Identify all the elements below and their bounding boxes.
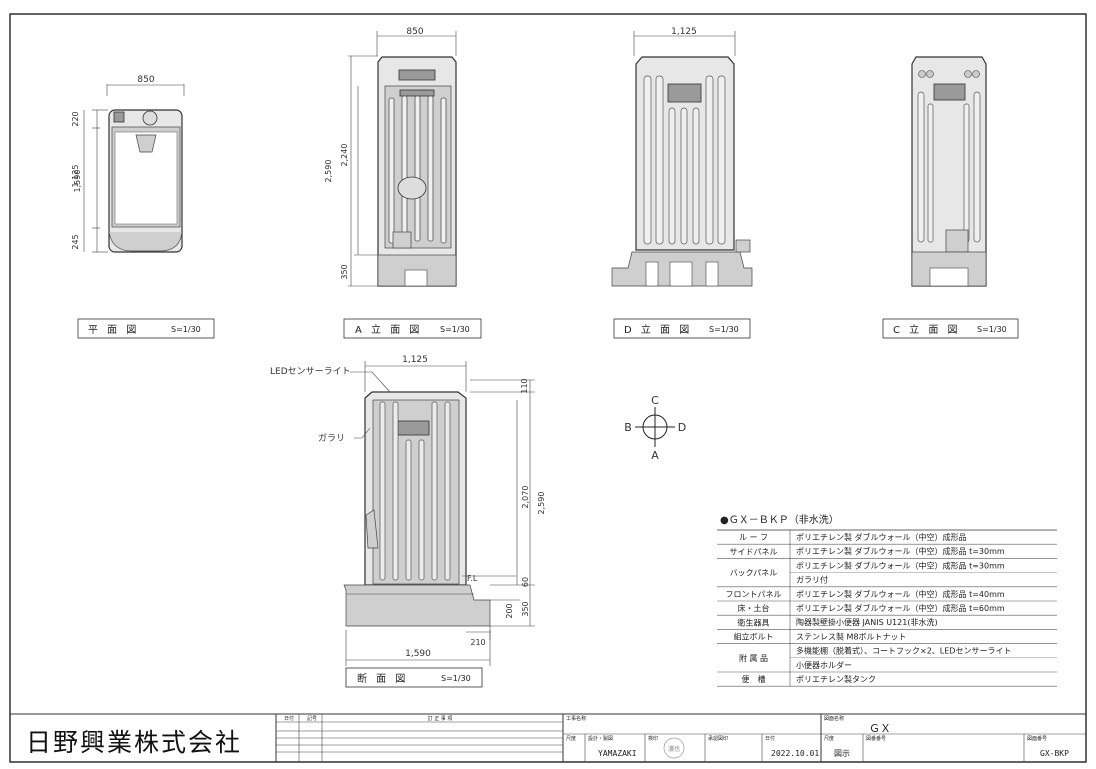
a-dim-top: 850 xyxy=(406,27,423,37)
scale-field-label: 尺度 xyxy=(824,735,834,742)
section-title-box xyxy=(345,667,483,688)
orientation-compass: C A B D xyxy=(624,394,686,462)
spec-title: ●ＧＸ－ＢＫＰ（非水洗） xyxy=(720,514,839,526)
a-dim-total: 2,590 xyxy=(324,160,333,183)
a-title: A 立 面 図 xyxy=(355,323,422,336)
plan-dim-1125: 1,125 xyxy=(71,165,80,188)
rev-date-header: 日付 xyxy=(284,715,294,722)
spec-row-value: ガラリ付 xyxy=(796,575,828,585)
d-dim-top: 1,125 xyxy=(671,27,697,37)
d-elevation-view: 1,125 D 立 面 図 S=1/30 xyxy=(611,27,753,339)
a-scale: S=1/30 xyxy=(440,325,470,334)
ref-number-label: 図番番号 xyxy=(866,735,886,742)
company-name: 日野興業株式会社 xyxy=(26,728,242,757)
spec-row-value: ポリエチレン製 ダブルウォール（中空）成形品 t=60mm xyxy=(796,603,1005,613)
spec-row-label: 床・土台 xyxy=(738,603,770,613)
project-label: 工事名称 xyxy=(566,715,586,722)
compass-b: B xyxy=(624,421,632,434)
check-stamp xyxy=(663,737,685,759)
spec-row-label: バックパネル xyxy=(730,569,778,578)
section-view: 1,125 LEDセンサーライト ガラリ 110 2,070 2,590 60 … xyxy=(270,355,546,688)
plan-scale: S=1/30 xyxy=(171,325,201,334)
drawing-number: GX-BKP xyxy=(1040,749,1069,758)
rev-mark-header: 記号 xyxy=(307,715,317,722)
approve-label: 承認図印 xyxy=(708,735,728,742)
plan-dim-total: 1,590 xyxy=(73,170,82,193)
c-title-box xyxy=(882,318,1019,339)
drawing-number-label: 図面番号 xyxy=(1027,735,1047,742)
c-elevation-view: C 立 面 図 S=1/30 xyxy=(882,56,1019,339)
section-dim-110: 110 xyxy=(520,378,529,393)
c-title: C 立 面 図 xyxy=(893,323,961,336)
garari-callout: ガラリ xyxy=(318,433,345,444)
a-title-box xyxy=(343,318,482,339)
date-label: 日付 xyxy=(765,735,775,742)
plan-title-box xyxy=(77,318,215,339)
spec-row-value: 陶器製壁掛小便器 JANIS U121(非水洗) xyxy=(796,617,938,627)
spec-row-value: 小便器ホルダー xyxy=(796,660,852,670)
d-title-box xyxy=(613,318,751,339)
scale-value: 図示 xyxy=(834,749,850,758)
a-dim-inner: 2,240 xyxy=(340,144,349,167)
spec-row-label: 便 槽 xyxy=(742,674,766,684)
scale-label: 尺度 xyxy=(566,735,576,742)
section-dim-top: 1,125 xyxy=(402,355,428,365)
section-scale: S=1/30 xyxy=(441,674,471,683)
c-scale: S=1/30 xyxy=(977,325,1007,334)
compass-a: A xyxy=(651,449,659,462)
date-value: 2022.10.01 xyxy=(771,749,819,758)
d-scale: S=1/30 xyxy=(709,325,739,334)
drawing-name: ＧＸ xyxy=(869,722,891,735)
spec-row-label: 組立ボルト xyxy=(734,632,774,642)
spec-row-value: ポリエチレン製 ダブルウォール（中空）成形品 t=40mm xyxy=(796,589,1005,599)
section-fl: F.L xyxy=(467,574,478,583)
section-dim-210: 210 xyxy=(470,638,485,647)
led-callout: LEDセンサーライト xyxy=(270,366,351,377)
check-label: 検印 xyxy=(648,735,658,742)
a-dim-base: 350 xyxy=(340,264,349,279)
spec-row-label: 衛生器具 xyxy=(738,617,770,627)
plan-dim-245: 245 xyxy=(71,234,80,249)
plan-view: 850 1,590 220 1,125 245 平 面 図 S=1/30 xyxy=(71,75,215,339)
spec-row-label: フロントパネル xyxy=(726,590,782,599)
section-title: 断 面 図 xyxy=(357,672,408,685)
spec-row-value: 多機能棚（脱着式）、コートフック×2、LEDセンサーライト xyxy=(796,646,1011,656)
section-dim-60: 60 xyxy=(521,577,530,587)
a-elevation-view: 850 2,590 2,240 350 A 立 面 図 S=1/30 xyxy=(324,27,482,339)
design-label: 設計・製図 xyxy=(588,735,613,742)
spec-row-value: ポリエチレン製 ダブルウォール（中空）成形品 t=30mm xyxy=(796,546,1005,556)
section-dim-200: 200 xyxy=(505,603,514,618)
spec-row-value: ステンレス製 M8ボルトナット xyxy=(796,631,907,641)
sheet-border xyxy=(9,13,1087,763)
section-dim-bottom: 1,590 xyxy=(405,649,431,659)
plan-dim-220: 220 xyxy=(71,111,80,126)
d-title: D 立 面 図 xyxy=(624,323,692,336)
section-dim-2590: 2,590 xyxy=(537,492,546,515)
compass-d: D xyxy=(678,421,686,434)
spec-row-label: 附 属 品 xyxy=(739,653,768,663)
plan-title: 平 面 図 xyxy=(88,324,139,336)
plan-dim-top: 850 xyxy=(137,75,154,85)
title-block: 日野興業株式会社 日付 記号 訂 正 事 項 工事名称 尺度 設計・製図 YAM… xyxy=(10,713,1086,762)
check-stamp-text: 濃也 xyxy=(668,745,680,753)
designer-name: YAMAZAKI xyxy=(598,749,637,758)
spec-row-value: ポリエチレン製 ダブルウォール（中空）成形品 xyxy=(796,532,967,542)
spec-row-value: ポリエチレン製 ダブルウォール（中空）成形品 t=30mm xyxy=(796,560,1005,570)
spec-row-label: サイドパネル xyxy=(730,547,778,556)
rev-note-header: 訂 正 事 項 xyxy=(428,715,453,722)
section-dim-350: 350 xyxy=(521,601,530,616)
section-dim-2070: 2,070 xyxy=(521,486,530,509)
spec-table: ●ＧＸ－ＢＫＰ（非水洗） ル ー フポリエチレン製 ダブルウォール（中空）成形品… xyxy=(717,514,1057,687)
compass-c: C xyxy=(651,394,659,407)
spec-row-value: ポリエチレン製タンク xyxy=(796,674,876,684)
drawing-name-label: 図面名称 xyxy=(824,715,844,722)
spec-row-label: ル ー フ xyxy=(739,533,768,542)
